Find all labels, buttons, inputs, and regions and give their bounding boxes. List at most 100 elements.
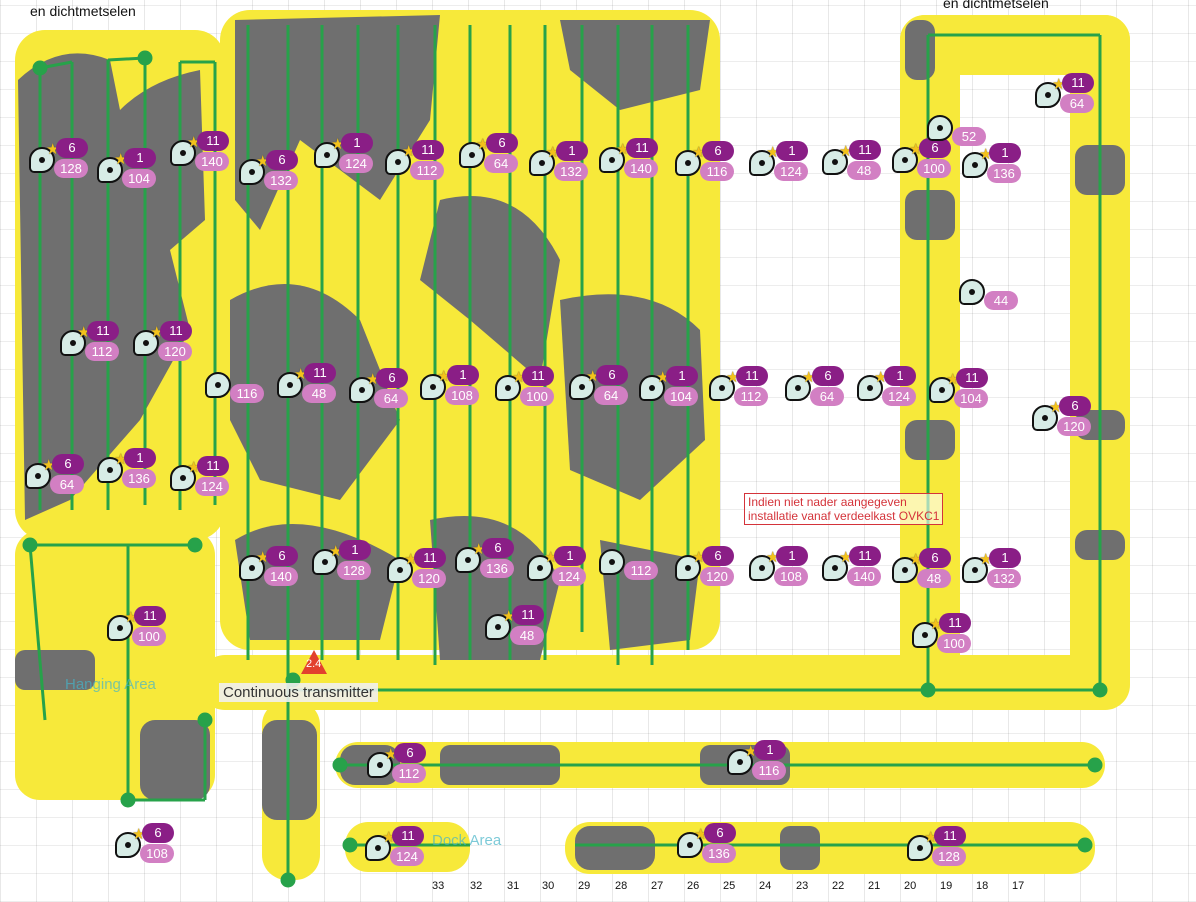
sensor-icon[interactable] <box>677 832 703 858</box>
sensor-bottom-badge: 124 <box>882 387 916 406</box>
sensor-icon[interactable] <box>912 622 938 648</box>
sensor-icon[interactable] <box>25 463 51 489</box>
sensor-top-badge: 11 <box>934 826 966 846</box>
sensor-icon[interactable] <box>170 465 196 491</box>
route-node <box>137 50 153 66</box>
sensor-top-badge: 11 <box>414 548 446 568</box>
sensor-top-badge: 1 <box>754 740 786 760</box>
sensor-icon[interactable] <box>639 375 665 401</box>
sensor-icon[interactable] <box>495 375 521 401</box>
sensor-top-badge: 6 <box>486 133 518 153</box>
sensor-bottom-badge: 48 <box>302 384 336 403</box>
dock-number: 25 <box>723 880 736 892</box>
sensor-top-badge: 11 <box>736 366 768 386</box>
sensor-bottom-badge: 108 <box>445 386 479 405</box>
sensor-icon[interactable] <box>929 377 955 403</box>
note-line-2: installatie vanaf verdeelkast OVKC1 <box>748 509 940 523</box>
sensor-icon[interactable] <box>892 557 918 583</box>
sensor-top-badge: 6 <box>266 150 298 170</box>
dock-number: 27 <box>651 880 664 892</box>
route-node <box>32 60 48 76</box>
sensor-top-badge: 6 <box>702 141 734 161</box>
sensor-top-badge: 11 <box>304 363 336 383</box>
sensor-icon[interactable] <box>455 547 481 573</box>
dock-number: 33 <box>432 880 445 892</box>
sensor-icon[interactable] <box>97 157 123 183</box>
sensor-top-badge: 11 <box>392 826 424 846</box>
sensor-icon[interactable] <box>749 150 775 176</box>
sensor-icon[interactable] <box>569 374 595 400</box>
sensor-bottom-badge: 124 <box>195 477 229 496</box>
sensor-icon[interactable] <box>314 142 340 168</box>
sensor-icon[interactable] <box>277 372 303 398</box>
sensor-icon[interactable] <box>107 615 133 641</box>
sensor-icon[interactable] <box>349 377 375 403</box>
sensor-icon[interactable] <box>367 752 393 778</box>
sensor-bottom-badge: 132 <box>987 569 1021 588</box>
sensor-icon[interactable] <box>239 555 265 581</box>
sensor-top-badge: 11 <box>412 140 444 160</box>
sensor-icon[interactable] <box>133 330 159 356</box>
sensor-icon[interactable] <box>387 557 413 583</box>
sensor-icon[interactable] <box>857 375 883 401</box>
sensor-icon[interactable] <box>365 835 391 861</box>
sensor-icon[interactable] <box>312 549 338 575</box>
dock-number: 21 <box>868 880 881 892</box>
dock-number: 32 <box>470 880 483 892</box>
cable-routes <box>22 25 1108 888</box>
sensor-bottom-badge: 120 <box>700 567 734 586</box>
sensor-icon[interactable] <box>599 549 625 575</box>
sensor-icon[interactable] <box>675 555 701 581</box>
transmitter-warning-icon[interactable]: 2.4 <box>301 650 327 674</box>
dock-number: 23 <box>796 880 809 892</box>
sensor-icon[interactable] <box>749 555 775 581</box>
sensor-icon[interactable] <box>529 150 555 176</box>
sensor-top-badge: 1 <box>884 366 916 386</box>
sensor-icon[interactable] <box>675 150 701 176</box>
sensor-icon[interactable] <box>1035 82 1061 108</box>
sensor-icon[interactable] <box>115 832 141 858</box>
sensor-icon[interactable] <box>785 375 811 401</box>
hanging-area-label: Hanging Area <box>65 676 156 693</box>
sensor-icon[interactable] <box>907 835 933 861</box>
sensor-icon[interactable] <box>599 147 625 173</box>
route-node <box>1092 682 1108 698</box>
dock-number: 20 <box>904 880 917 892</box>
sensor-icon[interactable] <box>822 149 848 175</box>
sensor-bottom-badge: 136 <box>987 164 1021 183</box>
sensor-bottom-badge: 104 <box>664 387 698 406</box>
sensor-bottom-badge: 120 <box>1057 417 1091 436</box>
sensor-top-badge: 1 <box>554 546 586 566</box>
sensor-icon[interactable] <box>727 749 753 775</box>
sensor-bottom-badge: 112 <box>85 342 119 361</box>
sensor-icon[interactable] <box>962 557 988 583</box>
sensor-icon[interactable] <box>60 330 86 356</box>
sensor-bottom-badge: 128 <box>337 561 371 580</box>
sensor-bottom-badge: 116 <box>752 761 786 780</box>
sensor-icon[interactable] <box>527 555 553 581</box>
sensor-icon[interactable] <box>822 555 848 581</box>
sensor-bottom-badge: 136 <box>702 844 736 863</box>
sensor-icon[interactable] <box>205 372 231 398</box>
sensor-icon[interactable] <box>239 159 265 185</box>
sensor-icon[interactable] <box>97 457 123 483</box>
sensor-icon[interactable] <box>459 142 485 168</box>
sensor-icon[interactable] <box>892 147 918 173</box>
route-node <box>280 872 296 888</box>
sensor-icon[interactable] <box>29 147 55 173</box>
sensor-icon[interactable] <box>927 115 953 141</box>
sensor-icon[interactable] <box>959 279 985 305</box>
sensor-icon[interactable] <box>962 152 988 178</box>
sensor-icon[interactable] <box>485 614 511 640</box>
sensor-top-badge: 6 <box>56 138 88 158</box>
sensor-icon[interactable] <box>420 374 446 400</box>
sensor-icon[interactable] <box>1032 405 1058 431</box>
sensor-bottom-badge: 140 <box>195 152 229 171</box>
sensor-icon[interactable] <box>709 375 735 401</box>
cable-route <box>28 544 47 721</box>
sensor-bottom-badge: 124 <box>339 154 373 173</box>
sensor-icon[interactable] <box>170 140 196 166</box>
sensor-icon[interactable] <box>385 149 411 175</box>
